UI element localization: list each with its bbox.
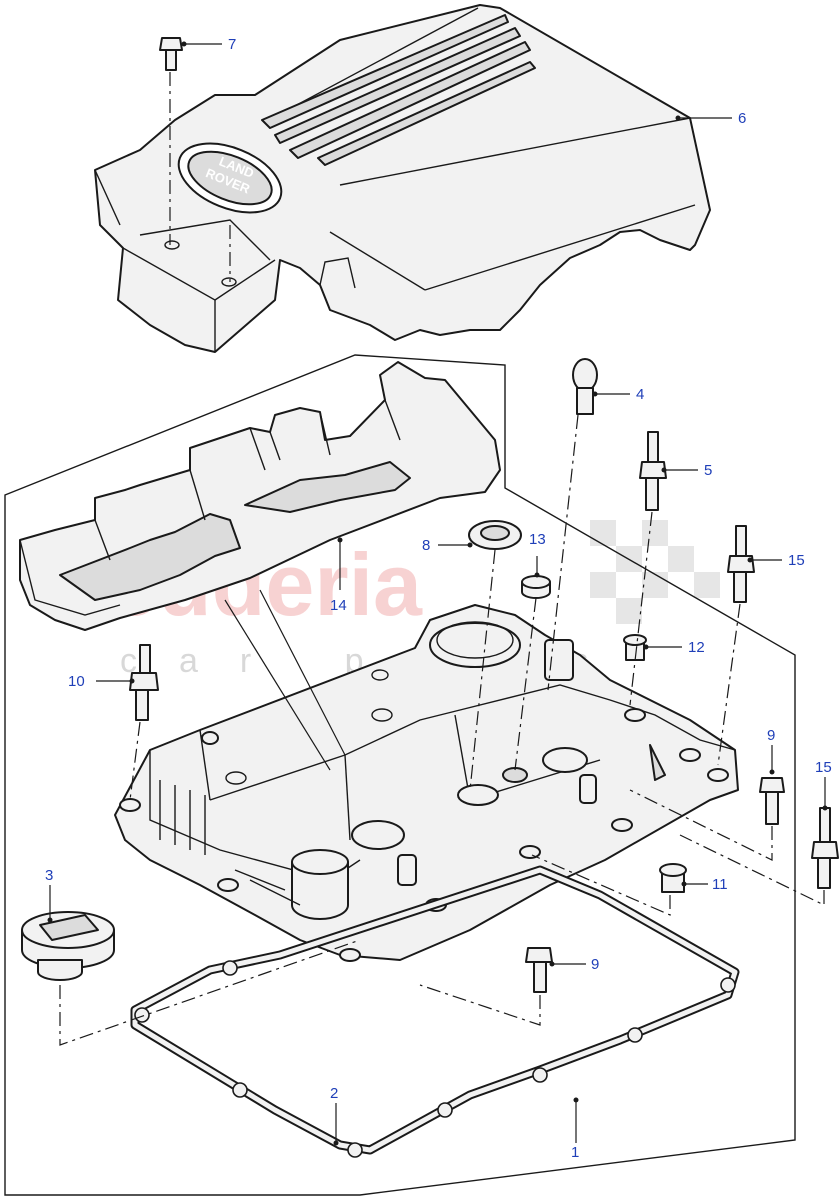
stud-5 [639, 431, 667, 511]
stud-9b [525, 947, 553, 993]
stud-4 [572, 358, 598, 415]
spacer-11 [659, 863, 687, 893]
stud-10 [129, 644, 159, 721]
bolt-7 [159, 37, 183, 71]
callout-15b: 15 [815, 759, 832, 776]
callout-9a: 9 [767, 727, 775, 744]
callout-5: 5 [704, 462, 712, 479]
baffle-part [19, 361, 501, 631]
callout-3: 3 [45, 867, 53, 884]
oil-filler-cap [21, 911, 115, 981]
alignment-lines [59, 72, 825, 1046]
callout-11: 11 [712, 876, 728, 893]
stud-9a [759, 777, 785, 825]
callout-15a: 15 [788, 552, 805, 569]
callouts: 1 2 3 4 5 6 7 8 9 9 10 11 12 13 14 15 15 [45, 36, 832, 1161]
callout-8: 8 [422, 537, 430, 554]
callout-14: 14 [330, 597, 347, 614]
plug-13 [521, 575, 551, 599]
callout-10: 10 [68, 673, 85, 690]
callout-4: 4 [636, 386, 644, 403]
engine-cover: LAND ROVER [94, 4, 711, 353]
callout-9b: 9 [591, 956, 599, 973]
gasket [130, 865, 740, 1158]
stud-15b [811, 807, 839, 889]
callout-7: 7 [228, 36, 236, 53]
grommet-8 [468, 520, 522, 550]
callout-13: 13 [529, 531, 546, 548]
baffle-leader-a [259, 589, 346, 756]
baffle-leader-b [224, 599, 331, 771]
stud-15a [727, 525, 755, 603]
callout-12: 12 [688, 639, 705, 656]
watermark-checker [590, 520, 720, 624]
assembly-frame [4, 354, 796, 1196]
callout-1: 1 [571, 1144, 579, 1161]
callout-6: 6 [738, 110, 746, 127]
callout-2: 2 [330, 1085, 338, 1102]
